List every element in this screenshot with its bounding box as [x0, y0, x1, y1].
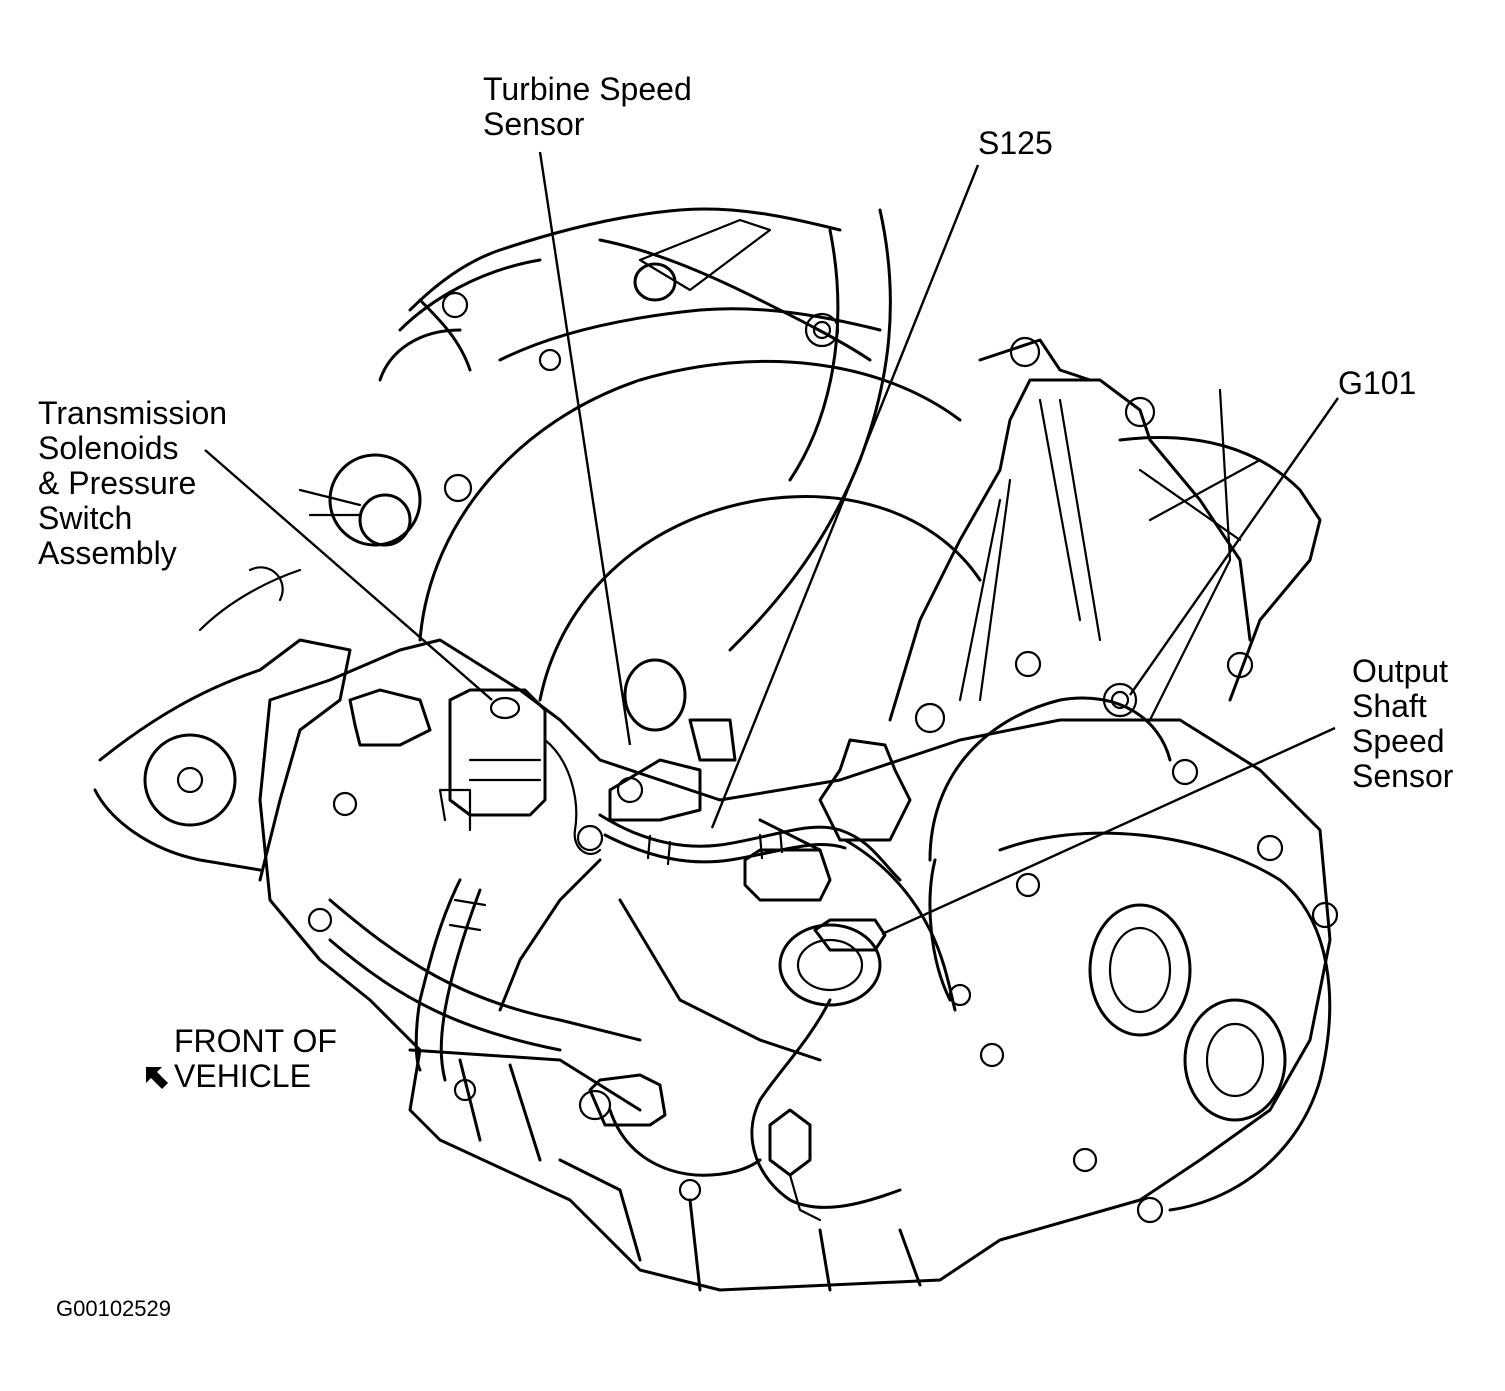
label-output-shaft-speed-sensor: Output Shaft Speed Sensor [1352, 654, 1453, 794]
label-front-of-vehicle: FRONT OF VEHICLE [144, 1024, 337, 1094]
callout-line-s125 [710, 164, 980, 829]
label-line: Sensor [483, 106, 585, 142]
callout-line-g101 [1129, 397, 1339, 696]
callout-line-turbine [538, 151, 632, 746]
label-turbine-speed-sensor: Turbine Speed Sensor [483, 72, 692, 142]
label-line: Sensor [1352, 758, 1454, 794]
label-line: Switch [38, 500, 133, 536]
label-line: Transmission [38, 395, 228, 431]
label-line: Turbine Speed [483, 71, 692, 107]
label-line: Assembly [38, 535, 177, 571]
front-of-vehicle-text: FRONT OF VEHICLE [174, 1024, 337, 1094]
label-line: Output [1352, 653, 1449, 689]
label-s125: S125 [978, 126, 1053, 161]
callout-line-output-shaft [881, 726, 1336, 936]
label-transmission-solenoids: Transmission Solenoids & Pressure Switch… [38, 396, 227, 571]
label-line: S125 [978, 125, 1053, 161]
transaxle-drawing [93, 207, 1339, 1292]
figure-code: G00102529 [56, 1296, 171, 1321]
label-line: G101 [1338, 365, 1417, 401]
label-line: Speed [1352, 723, 1445, 759]
label-line: FRONT OF [174, 1023, 337, 1059]
label-g101: G101 [1338, 366, 1416, 401]
callout-line-solenoids [204, 449, 493, 701]
arrow-northwest-icon [146, 1067, 168, 1089]
label-line: & Pressure [38, 465, 197, 501]
callout-lines [204, 151, 1339, 936]
label-line: Shaft [1352, 688, 1427, 724]
label-line: Solenoids [38, 430, 179, 466]
label-line: VEHICLE [174, 1058, 311, 1094]
